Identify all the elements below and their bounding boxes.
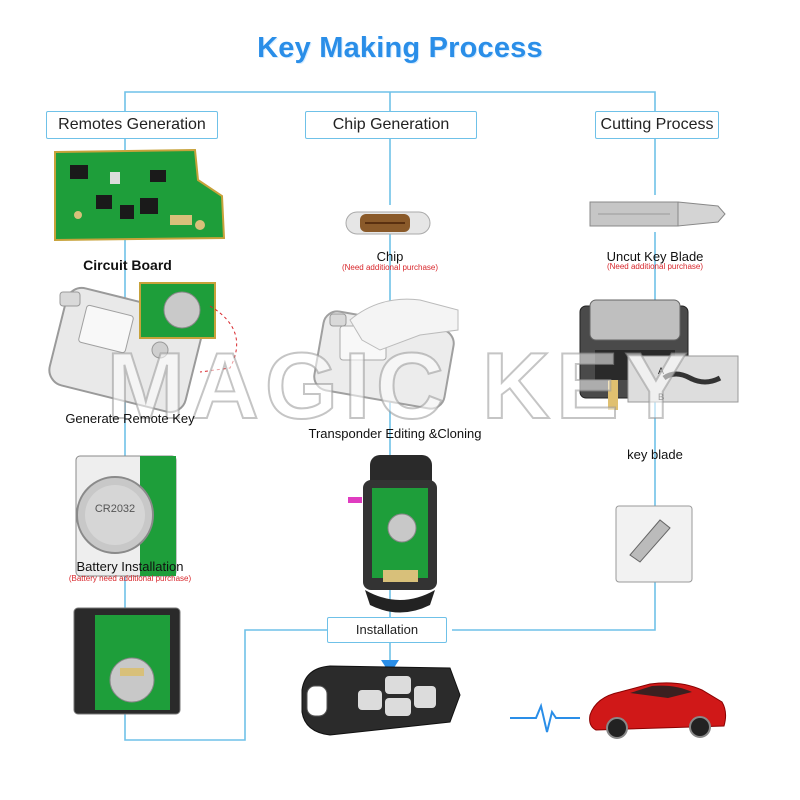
circuit-board-image	[54, 148, 226, 242]
machine-mark-a: A	[658, 366, 664, 376]
flip-key-open-image	[348, 455, 437, 613]
note-uncut-blade: (Need additional purchase)	[606, 262, 704, 271]
transponder-device-image	[313, 298, 459, 410]
signal-icon	[510, 702, 580, 733]
remote-key-image	[301, 665, 461, 736]
note-battery: (Battery need additional purchase)	[68, 574, 192, 583]
installation-box: Installation	[327, 617, 447, 643]
note-chip: (Need additional purchase)	[341, 263, 439, 272]
machine-mark-b: B	[658, 392, 664, 402]
page-title: Key Making Process	[257, 32, 543, 64]
uncut-blade-image	[589, 201, 726, 227]
watermark: MAGIC KEY	[106, 332, 694, 439]
label-generate-remote-key: Generate Remote Key	[65, 411, 195, 426]
header-cutting-process: Cutting Process	[595, 111, 719, 139]
label-key-blade: key blade	[627, 447, 683, 462]
car-image	[589, 682, 727, 739]
key-blade-closeup-image	[615, 505, 693, 583]
chip-image	[345, 211, 431, 235]
header-chip-generation: Chip Generation	[305, 111, 477, 139]
label-chip: Chip	[376, 249, 404, 264]
label-circuit-board: Circuit Board	[83, 257, 172, 273]
battery-installed-image	[73, 607, 181, 715]
label-transponder-editing: Transponder Editing &Cloning	[308, 426, 482, 441]
battery-image	[75, 455, 177, 577]
label-battery-installation: Battery Installation	[76, 559, 184, 574]
programmer-device-image	[48, 282, 238, 414]
label-uncut-blade: Uncut Key Blade	[606, 249, 704, 264]
header-remotes-generation: Remotes Generation	[46, 111, 218, 139]
key-cutting-machine-image	[579, 299, 739, 410]
battery-marking: CR2032	[95, 503, 135, 515]
